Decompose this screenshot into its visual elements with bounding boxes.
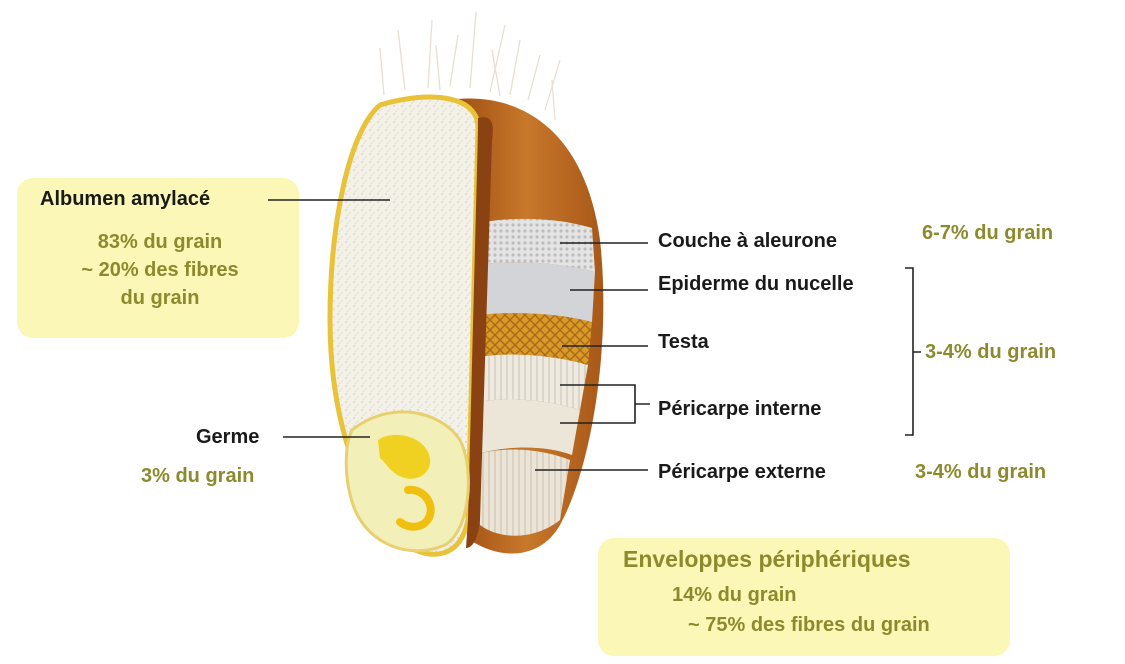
pericarpe-externe-layer <box>475 450 570 536</box>
enveloppes-title: Enveloppes périphériques <box>623 546 911 573</box>
enveloppes-pct: 14% du grain <box>672 584 796 607</box>
nucelle-label: Epiderme du nucelle <box>658 273 854 296</box>
albumen-fibres: ~ 20% des fibres <box>40 259 280 282</box>
testa-label: Testa <box>658 331 709 354</box>
germe-label: Germe <box>196 426 259 449</box>
pericarpe-interne-label: Péricarpe interne <box>658 398 821 421</box>
albumen-label: Albumen amylacé <box>40 188 210 211</box>
aleurone-pct: 6-7% du grain <box>922 222 1053 245</box>
albumen-pct: 83% du grain <box>40 231 280 254</box>
enveloppes-fibres: ~ 75% des fibres du grain <box>688 614 930 637</box>
pericarpe-externe-label: Péricarpe externe <box>658 461 826 484</box>
aleurone-label: Couche à aleurone <box>658 230 837 253</box>
germe-pct: 3% du grain <box>141 465 254 488</box>
layers-group-pct: 3-4% du grain <box>925 341 1056 364</box>
pericarpe-externe-pct: 3-4% du grain <box>915 461 1046 484</box>
layers-group-bracket <box>905 268 921 435</box>
albumen-fibres-cont: du grain <box>40 287 280 310</box>
